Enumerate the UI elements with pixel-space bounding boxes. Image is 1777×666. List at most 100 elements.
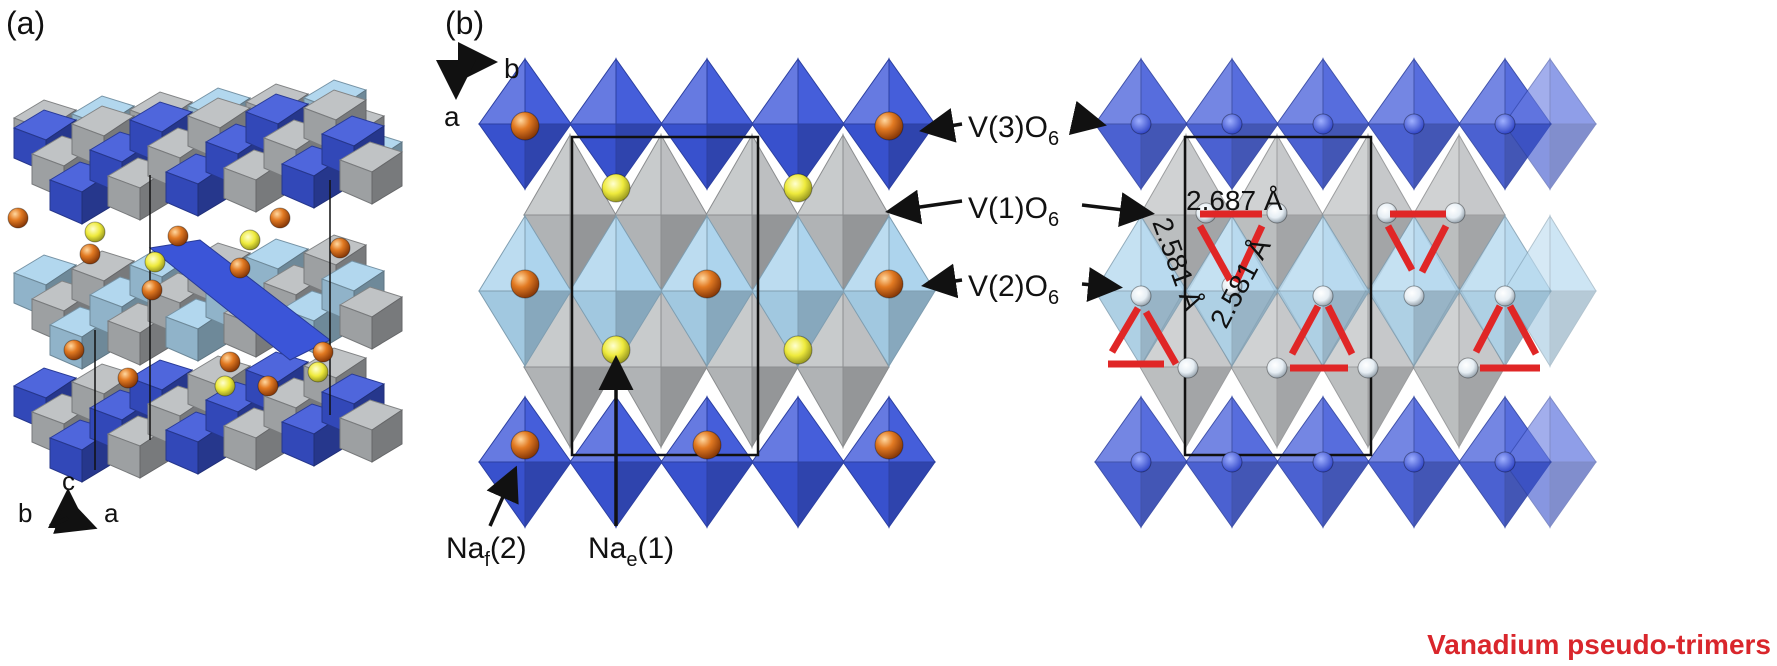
v3-octahedron-face [1276,57,1324,125]
v3-octahedron-face [842,461,890,529]
na-f-atom [269,207,291,229]
arrow-v2-right [1081,267,1123,302]
na-f-atom [229,257,251,279]
distance-top-label: 2.687 Å [1186,185,1283,216]
v-atom [1457,357,1479,379]
arrow-v3-left [919,108,963,143]
arrow-v2-left [921,263,963,299]
trimer-bond [1288,304,1322,356]
v3-atom [1130,451,1152,473]
v3-octahedron [1185,57,1279,191]
v3-octahedron-face [751,57,799,125]
v3-octahedron [1367,57,1461,191]
v2-octahedron-face [706,290,754,368]
v3-octahedron-face [888,461,936,529]
panel-b-label: (b) [445,5,484,41]
axis-a-label-a: a [104,498,119,528]
v2-octahedron-face [1322,290,1370,368]
na-e-atom [601,173,631,203]
v1-octahedron-face [1367,366,1415,449]
axis-b-label-a: b [18,498,32,528]
axis-a-label-b: a [444,101,460,132]
v3-octahedron-face [706,57,754,125]
v3-atom [1494,113,1516,135]
arrow-v1-left [885,189,963,225]
v3-octahedron-face [706,461,754,529]
v3-octahedron [1503,57,1597,191]
arrow-v3-right [1068,100,1107,136]
v-atom [1494,285,1516,307]
v3-octahedron [478,57,572,191]
na-f-atom [874,111,904,141]
trimer-bond [1324,304,1356,356]
v-atom [1403,285,1425,307]
na-f-atom [219,351,241,373]
v2-octahedron-face [1231,290,1279,368]
v3-octahedron-face [1549,123,1597,191]
v2-octahedron-face [1413,290,1461,368]
v3-octahedron-face [615,123,663,191]
na-f-atom [167,225,189,247]
v3-octahedron [569,395,663,529]
v3-octahedron-face [615,461,663,529]
v3-octahedron-face [1413,57,1461,125]
annotation-arrows [486,100,1155,527]
arrow-v1-right [1081,192,1155,228]
v3-octahedron-face [1140,123,1188,191]
na-e-atom [783,173,813,203]
v3-octahedron-face [797,57,845,125]
v1-octahedron-face [660,366,708,449]
panel-a-structure [7,79,404,483]
v3-octahedron-face [1413,461,1461,529]
na-f-atom [510,111,540,141]
v3-octahedron [842,395,936,529]
axis-b-label-b: b [504,53,520,84]
v3-octahedron-face [797,123,845,191]
panel-b-structure [478,57,936,529]
v3-octahedron [660,57,754,191]
na-f-atom [257,375,279,397]
v3-octahedron [569,57,663,191]
v3-atom [1403,451,1425,473]
v2-octahedron-face [1140,290,1188,368]
v3-octahedron-face [1549,395,1597,463]
v3-atom [1221,113,1243,135]
na-f-atom [117,367,139,389]
v-atom [1266,202,1288,224]
v3-octahedron [1094,395,1188,529]
v3-octahedron-face [706,123,754,191]
v-atom [1312,285,1334,307]
na-e-atom [239,229,261,251]
v3-octahedron-face [1094,57,1142,125]
v3-octahedron [1367,395,1461,529]
v3-octahedron-face [524,123,572,191]
trimer-bond [1506,304,1540,356]
v3-atom [1403,113,1425,135]
na-f-atom [312,341,334,363]
na-f-atom [692,430,722,460]
v3-atom [1130,113,1152,135]
trimer-bond [1232,224,1266,284]
v3-octahedron-face [660,461,708,529]
v2-octahedron [569,214,663,368]
na-f-atom [63,339,85,361]
na-f-label: Naf(2) [446,532,527,571]
na-e-atom [601,335,631,365]
panel-a-axes: c b a [18,466,119,534]
na-f-atom [510,430,540,460]
v3-octahedron-face [569,57,617,125]
unit-cell [570,135,760,457]
v3-octahedron-face [751,461,799,529]
panel-a-label: (a) [6,5,45,41]
v-atom [1357,357,1379,379]
v3-octahedron-face [1231,123,1279,191]
v3-octahedron [1276,57,1370,191]
v3-octahedron-face [1094,461,1142,529]
caption-vanadium-pseudo-trimers: Vanadium pseudo-trimers [1427,629,1771,660]
v3-octahedron [842,57,936,191]
v3-octahedron-face [1413,123,1461,191]
na-e-atom [84,221,106,243]
v2-octahedron-face [1094,214,1142,292]
v3-octahedron-face [1231,461,1279,529]
